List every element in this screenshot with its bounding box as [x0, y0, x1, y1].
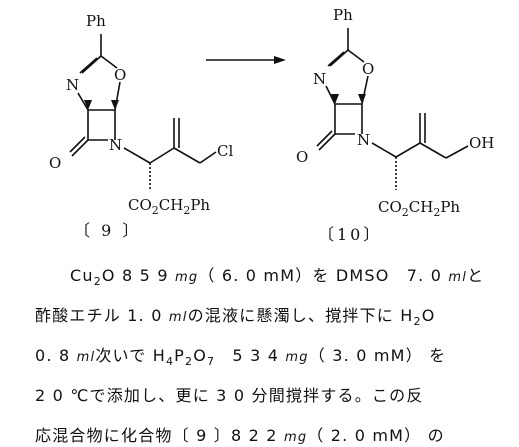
- carbonyl-oxygen-label: O: [49, 154, 61, 172]
- phenyl-label: Ph: [86, 12, 106, 30]
- nitrogen-label: N: [66, 76, 79, 94]
- phenyl-label: Ph: [333, 6, 353, 24]
- reaction-scheme: Ph N O O N Cl CO2CH2Ph 〔 9 〕 Ph N O O N …: [49, 6, 494, 244]
- oxygen-ring-label: O: [114, 66, 126, 84]
- product-structure: [316, 28, 469, 190]
- nitrogen-label: N: [313, 70, 326, 88]
- text-line-2: 酢酸エチル 1. 0 mlの混液に懸濁し、撹拌下に H2O: [35, 306, 436, 329]
- compound-label-10: 〔10〕: [318, 225, 382, 244]
- oxygen-ring-label: O: [362, 60, 374, 78]
- text-line-4: 2 0 ℃で添加し、更に 3 0 分間撹拌する。この反: [35, 386, 424, 405]
- ester-label: CO2CH2Ph: [128, 196, 210, 217]
- stereo-wedge: [111, 100, 119, 110]
- text-line-5: 応混合物に化合物〔 9 〕8 2 2 mg（ 2. 0 mM） の: [35, 426, 445, 445]
- reaction-arrow: [206, 56, 286, 64]
- text-line-1: Cu2O 8 5 9 mg（ 6. 0 mM）を DMSO 7. 0 mlと: [70, 266, 485, 289]
- carbonyl-oxygen-label: O: [296, 148, 308, 166]
- stereo-wedge: [84, 100, 92, 110]
- lactam-nitrogen-label: N: [357, 131, 370, 149]
- hydroxyl-label: OH: [469, 134, 494, 152]
- compound-label-9: 〔 9 〕: [74, 221, 141, 240]
- text-line-3: 0. 8 ml次いで H4P2O7 5 3 4 mg（ 3. 0 mM） を: [35, 346, 447, 369]
- stereo-wedge: [358, 94, 366, 104]
- chlorine-label: Cl: [217, 142, 233, 160]
- stereo-wedge: [331, 94, 339, 104]
- lactam-nitrogen-label: N: [109, 136, 122, 154]
- ester-label: CO2CH2Ph: [378, 198, 460, 219]
- reactant-structure: [69, 34, 217, 190]
